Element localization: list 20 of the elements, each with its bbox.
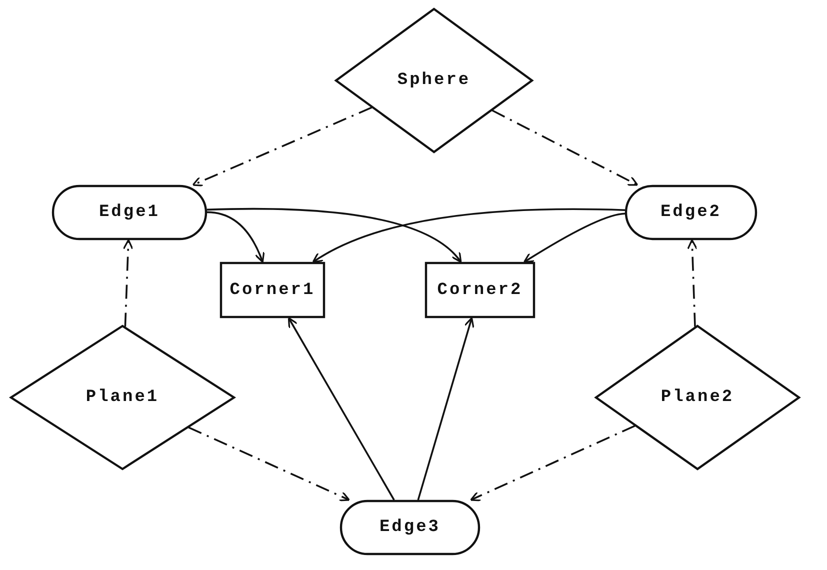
arrow bbox=[192, 106, 372, 186]
node-label: Plane1 bbox=[86, 388, 160, 407]
node-label: Plane2 bbox=[660, 388, 734, 407]
arrow bbox=[470, 424, 636, 502]
node-label: Corner1 bbox=[230, 280, 316, 300]
arrow bbox=[206, 208, 462, 263]
arrow bbox=[188, 426, 350, 502]
arrow bbox=[288, 317, 395, 500]
arrow bbox=[122, 239, 134, 327]
node-label: Edge3 bbox=[379, 518, 440, 537]
node-label: Sphere bbox=[397, 71, 471, 90]
arrow bbox=[312, 208, 626, 263]
arrow bbox=[206, 211, 264, 263]
arrow bbox=[686, 239, 698, 327]
arrow bbox=[417, 317, 474, 500]
arrow bbox=[523, 212, 626, 263]
node-label: Edge2 bbox=[660, 203, 722, 222]
node-label: Edge1 bbox=[98, 203, 160, 222]
arrow bbox=[492, 110, 638, 186]
node-label: Corner2 bbox=[437, 280, 523, 300]
